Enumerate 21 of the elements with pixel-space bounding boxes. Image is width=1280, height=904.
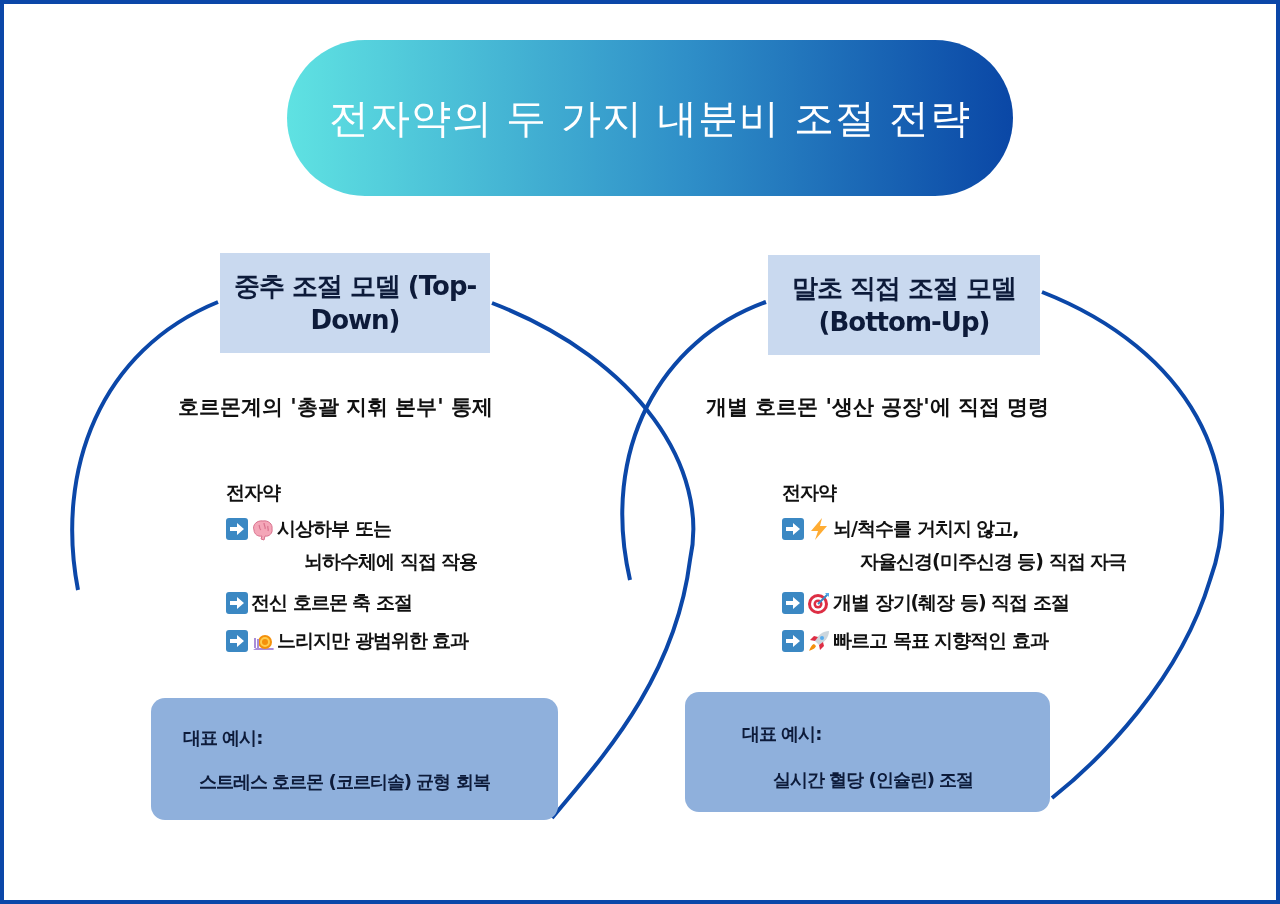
model-heading: 중추 조절 모델 (Top-Down) (232, 270, 478, 337)
bullet-text: 개별 장기(췌장 등) 직접 조절 (833, 590, 1069, 615)
model-header-box (768, 255, 1040, 355)
section-label: 전자약 (782, 480, 836, 505)
example-card (151, 698, 558, 820)
model-heading: 말초 직접 조절 모델 (Bottom-Up) (790, 272, 1018, 339)
bullet-text: 전신 호르몬 축 조절 (251, 590, 412, 615)
bullet-text: 느리지만 광범위한 효과 (277, 628, 469, 653)
example-text: 스트레스 호르몬 (코르티솔) 균형 회복 (199, 770, 490, 794)
example-text: 실시간 혈당 (인슐린) 조절 (773, 768, 974, 792)
example-heading: 대표 예시: (742, 722, 822, 746)
subtitle-text: 개별 호르몬 '생산 공장'에 직접 명령 (706, 394, 1050, 421)
bullet-text: 뇌/척수를 거치지 않고, 자율신경(미주신경 등) 직접 자극 (833, 516, 1127, 574)
example-card (685, 692, 1050, 812)
bullet-text: 시상하부 또는 뇌하수체에 직접 작용 (277, 516, 478, 574)
bullet-text: 빠르고 목표 지향적인 효과 (833, 628, 1048, 653)
model-header-box (220, 253, 490, 353)
title-banner: 전자약의 두 가지 내분비 조절 전략 (287, 40, 1013, 196)
example-heading: 대표 예시: (183, 726, 263, 750)
section-label: 전자약 (226, 480, 280, 505)
subtitle-text: 호르몬계의 '총괄 지휘 본부' 통제 (178, 394, 494, 421)
